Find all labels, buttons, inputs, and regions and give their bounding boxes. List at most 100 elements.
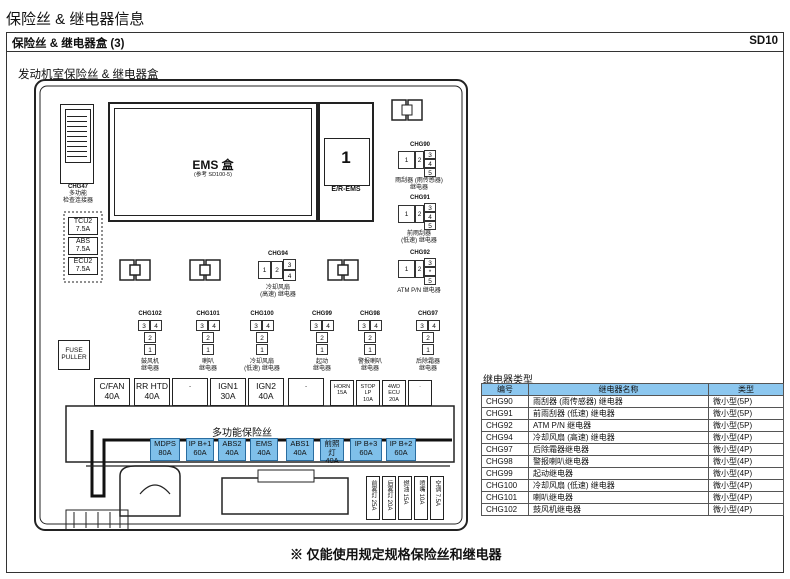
relay-code-2: CHG100: [250, 311, 274, 317]
vert-fuse-1[interactable]: 后雾灯 20A: [382, 476, 396, 520]
table-cell: 微小型(4P): [708, 455, 784, 468]
er-ems-box[interactable]: 1 E/R-EMS: [318, 102, 374, 222]
multi-fuse-name-3: EMS: [255, 439, 273, 448]
multi-fuse-amp-2: 40A: [225, 447, 239, 457]
chg92-relay[interactable]: 1: [398, 260, 415, 278]
table-cell: 冷却风扇 (高速) 继电器: [528, 431, 709, 444]
relay-name-3-1: 继电器: [312, 366, 331, 372]
footer-note: ※ 仅能使用规定规格保险丝和继电器: [290, 547, 502, 562]
multi-fuse-amp-4: 40A: [293, 447, 307, 457]
relay-1-pin-0: 3: [196, 320, 208, 331]
mini-fuse-3[interactable]: ·: [408, 380, 432, 406]
relay-0-pin-3: 1: [144, 344, 156, 355]
big-fuse-5[interactable]: ·: [288, 378, 324, 406]
vert-fuse-2[interactable]: 燃油 15A: [398, 476, 412, 520]
chg91-name-1: 前雨刮器: [406, 231, 431, 237]
relay-name-4-0: 警报喇叭: [357, 359, 382, 365]
table-cell: CHG91: [481, 407, 529, 420]
relay-1-pin-1: 4: [208, 320, 220, 331]
fuse-ecu2[interactable]: ECU2 7.5A: [68, 257, 98, 275]
chg90-code: CHG90: [409, 142, 430, 148]
big-fuse-2[interactable]: ·: [172, 378, 208, 406]
relay-code-4: CHG98: [359, 311, 380, 317]
big-fuse-name-4: IGN2: [256, 381, 276, 391]
page-title: 保险丝 & 继电器信息: [6, 11, 145, 28]
big-fuse-name-2: ·: [188, 381, 192, 391]
socket-top-right: [391, 99, 423, 121]
vert-fuse-3[interactable]: 喷嘴 10A: [414, 476, 428, 520]
relay-name-5-1: 继电器: [418, 366, 437, 372]
table-cell: CHG98: [481, 455, 529, 468]
fuse-tcu2-amp: 7.5A: [75, 226, 91, 234]
section-header: 保险丝 & 继电器盒 (3) SD10: [6, 32, 784, 52]
multi-fuse-name-6: IP B+3: [354, 439, 378, 448]
chg90-relay[interactable]: 1: [398, 151, 415, 169]
table-header-row: 编号 继电器名称 类型: [481, 383, 784, 396]
table-cell: 警报喇叭继电器: [528, 455, 709, 468]
relay-2-pin-1: 4: [262, 320, 274, 331]
big-fuse-amp-4: 40A: [258, 390, 274, 401]
multi-fuse-label: 多功能保险丝: [212, 428, 272, 439]
chg47-name-1: 多功能: [68, 191, 87, 197]
relay-4-pin-2: 2: [364, 332, 376, 343]
table-cell: 起动继电器: [528, 467, 709, 480]
fuse-tcu2-name: TCU2: [73, 218, 93, 225]
chg47-connector[interactable]: [60, 104, 94, 184]
chg91-name-2: (低速) 继电器: [401, 238, 437, 244]
chg47-code: CHG47: [67, 184, 88, 190]
mini-fuse-name-1: STOP LP: [360, 384, 376, 397]
multi-fuse-name-0: MDPS: [154, 439, 176, 448]
relay-1-pin-2: 2: [202, 332, 214, 343]
multi-fuse-name-7: IP B+2: [389, 439, 413, 448]
fuse-tcu2[interactable]: TCU2 7.5A: [68, 217, 98, 235]
fuse-ecu2-amp: 7.5A: [75, 266, 91, 274]
vert-fuse-4[interactable]: 空调 7.5A: [430, 476, 444, 520]
multi-fuse-amp-5: 40A: [325, 456, 339, 466]
fuse-puller[interactable]: FUSE PULLER: [58, 340, 90, 370]
table-cell: 后除霜器继电器: [528, 443, 709, 456]
chg94-relay[interactable]: 1: [258, 261, 271, 279]
er-ems-label: E/R-EMS: [331, 186, 361, 193]
table-cell: CHG102: [481, 503, 529, 516]
fuse-abs[interactable]: ABS 7.5A: [68, 237, 98, 255]
fuse-abs-amp: 7.5A: [75, 246, 91, 254]
vert-fuse-0[interactable]: 前雾灯 25A: [366, 476, 380, 520]
table-cell: 微小型(4P): [708, 503, 784, 516]
table-cell: 微小型(4P): [708, 443, 784, 456]
relay-1-pin-3: 1: [202, 344, 214, 355]
ems-box[interactable]: EMS 盒 (参考 SD100-5): [108, 102, 318, 222]
ems-box-label: EMS 盒: [192, 158, 234, 172]
table-cell: ATM P/N 继电器: [528, 419, 709, 432]
chg91-relay[interactable]: 1: [398, 205, 415, 223]
relay-table-title: 继电器类型: [483, 375, 533, 386]
relay-3-pin-3: 1: [316, 344, 328, 355]
multi-fuse-name-5: 前照灯: [324, 439, 340, 457]
col-type: 类型: [708, 383, 784, 396]
table-cell: 微小型(5P): [708, 407, 784, 420]
table-cell: CHG94: [481, 431, 529, 444]
